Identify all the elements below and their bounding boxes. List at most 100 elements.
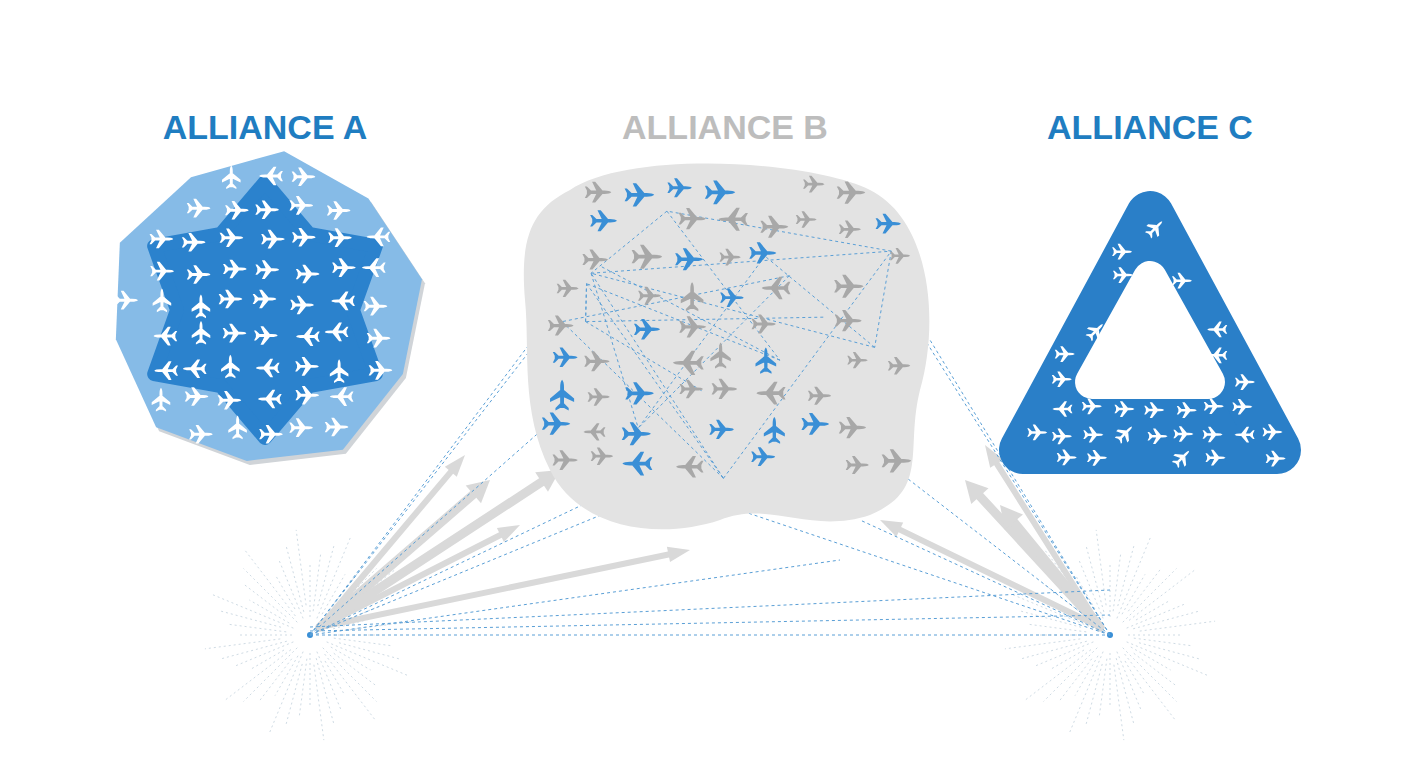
dashed-route xyxy=(591,273,875,347)
burst-ray xyxy=(1127,642,1208,676)
dashed-route xyxy=(562,276,789,322)
alliance-heading: ALLIANCE C xyxy=(985,105,1315,149)
flow-arrow xyxy=(965,480,1100,627)
plane-icon xyxy=(756,382,785,405)
alliance-shape xyxy=(985,150,1315,480)
plane-icon xyxy=(1112,244,1132,260)
burst-ray xyxy=(1117,537,1151,618)
plane-icon xyxy=(290,296,314,315)
burst-ray xyxy=(1029,624,1087,632)
dashed-route xyxy=(638,276,789,428)
arrow-head xyxy=(497,525,520,542)
alliance-shape xyxy=(510,150,940,535)
plane-icon xyxy=(1052,401,1072,417)
plane-icon xyxy=(557,280,579,297)
plane-icon xyxy=(679,208,706,229)
plane-icon xyxy=(625,382,654,404)
plane-icon xyxy=(114,291,138,310)
burst-ray xyxy=(240,635,292,636)
plane-icon xyxy=(675,248,703,270)
burst-ray xyxy=(286,544,304,612)
plane-icon xyxy=(1083,319,1108,344)
burst-ray xyxy=(1133,611,1201,629)
dashed-route xyxy=(310,635,1110,636)
plane-icon xyxy=(253,290,277,309)
plane-icon xyxy=(625,183,655,206)
plane-icon xyxy=(325,323,349,342)
arrow-shaft xyxy=(980,496,1100,627)
burst-ray xyxy=(260,659,292,700)
plane-icon xyxy=(332,258,356,277)
arrow-head xyxy=(965,480,988,504)
burst-ray xyxy=(205,639,280,649)
alliance-group: ALLIANCE C xyxy=(985,105,1315,480)
alliance-heading: ALLIANCE A xyxy=(95,105,435,149)
plane-icon xyxy=(1143,216,1168,241)
plane-icon xyxy=(591,447,613,465)
plane-icon xyxy=(325,418,349,437)
plane-icon xyxy=(882,449,912,472)
plane-icon xyxy=(751,447,775,466)
burst-ray xyxy=(314,665,324,740)
ring-hole xyxy=(1092,278,1208,382)
plane-icon xyxy=(221,355,240,379)
plane-icon xyxy=(153,288,172,312)
plane-icon xyxy=(632,245,663,269)
burst-ray xyxy=(1110,653,1111,705)
plane-icon xyxy=(289,196,313,215)
burst-ray xyxy=(1113,554,1121,612)
burst-ray xyxy=(316,658,334,726)
burst-ray xyxy=(1026,650,1091,700)
dashed-route xyxy=(723,251,891,478)
plane-icon xyxy=(582,250,608,270)
arrow-shaft xyxy=(900,530,1100,627)
burst-ray xyxy=(1086,544,1104,612)
plane-icon xyxy=(1207,322,1227,338)
dashed-route xyxy=(765,256,875,347)
plane-icon xyxy=(1087,450,1107,466)
plane-icon xyxy=(808,387,831,405)
plane-icon xyxy=(1235,374,1255,390)
plane-icon xyxy=(192,294,211,318)
burst-ray xyxy=(212,594,293,628)
plane-icon xyxy=(258,390,282,409)
burst-ray xyxy=(1117,652,1141,711)
plane-icon xyxy=(1144,402,1164,418)
burst-ray xyxy=(325,654,375,719)
plane-icon xyxy=(876,214,901,234)
dashed-route xyxy=(860,520,1110,635)
plane-icon xyxy=(585,182,611,203)
burst-ray xyxy=(1099,659,1107,717)
plane-icon xyxy=(720,288,744,306)
plane-icon xyxy=(634,319,660,339)
burst-ray xyxy=(249,650,284,670)
burst-ray xyxy=(1005,639,1080,649)
plane-icon xyxy=(330,359,349,383)
plane-icon xyxy=(1027,425,1047,441)
burst-ray xyxy=(229,624,287,632)
plane-icon xyxy=(1172,273,1192,289)
plane-icon xyxy=(752,314,776,333)
plane-icon xyxy=(553,348,578,367)
plane-icon xyxy=(710,342,730,368)
plane-icon xyxy=(185,387,209,406)
plane-icon xyxy=(292,167,316,186)
arrow-head xyxy=(1000,505,1023,529)
plane-icon xyxy=(888,357,910,375)
plane-icon xyxy=(154,361,178,380)
burst-ray xyxy=(1125,654,1175,719)
plane-icon xyxy=(1177,402,1197,418)
plane-icon xyxy=(548,315,574,335)
plane-icon xyxy=(182,233,206,252)
plane-icon xyxy=(673,351,704,375)
burst-ray xyxy=(310,653,311,705)
triangle-ring xyxy=(1023,215,1277,450)
burst-ray xyxy=(1034,642,1093,666)
plane-icon xyxy=(1082,398,1102,414)
plane-icon xyxy=(590,210,617,231)
plane-icon xyxy=(220,228,244,247)
burst-ray xyxy=(1069,652,1103,733)
burst-ray xyxy=(234,642,293,666)
burst-ray xyxy=(1129,570,1194,620)
